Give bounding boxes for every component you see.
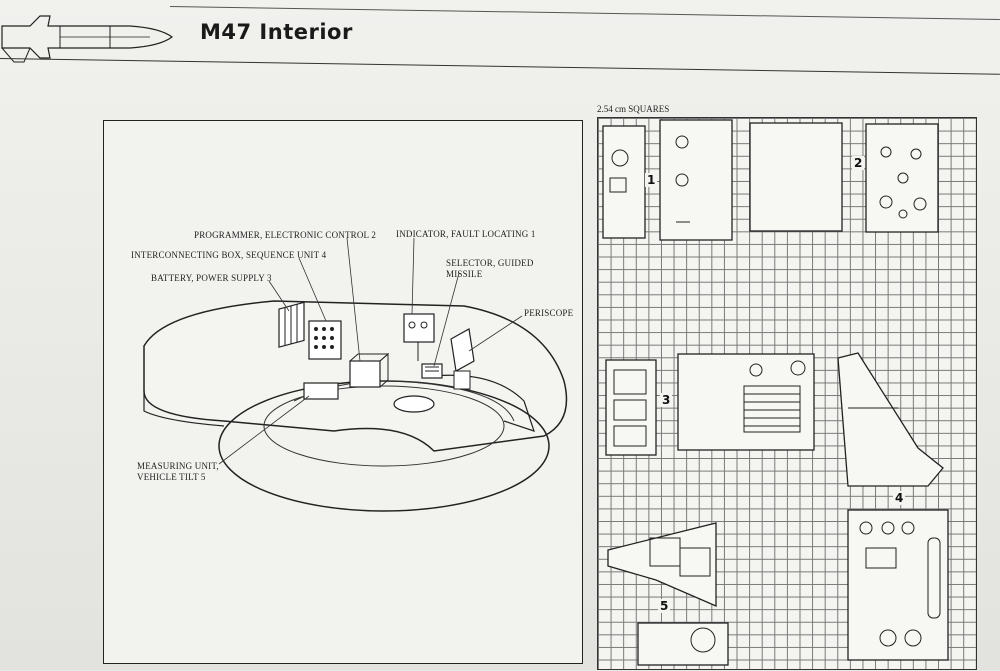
part-number-5: 5 [658, 599, 671, 613]
part-4-drawing [837, 352, 949, 661]
measuring-unit [303, 382, 339, 400]
page-title: M47 Interior [200, 20, 353, 44]
header: M47 Interior [0, 0, 1000, 80]
programmer-unit [349, 352, 390, 388]
part-number-3: 3 [660, 393, 673, 407]
missile-icon [1, 15, 174, 63]
label-measuring-line2: VEHICLE TILT 5 [137, 472, 206, 482]
part-number-1: 1 [645, 173, 658, 187]
selector-unit [421, 363, 443, 379]
label-selector-line2: MISSILE [446, 269, 483, 279]
label-interconnecting-box: INTERCONNECTING BOX, SEQUENCE UNIT 4 [131, 250, 327, 260]
part-number-2: 2 [852, 156, 865, 170]
label-measuring-line1: MEASURING UNIT, [137, 461, 219, 471]
turret-interior-illustration [143, 237, 568, 512]
parts-illustration [602, 119, 949, 666]
label-periscope: PERISCOPE [524, 308, 574, 318]
part-1-drawing [602, 119, 733, 241]
part-2-drawing [749, 122, 939, 233]
label-battery: BATTERY, POWER SUPPLY 3 [151, 273, 272, 283]
label-selector-line1: SELECTOR, GUIDED [446, 258, 534, 268]
battery-unit [278, 301, 305, 348]
label-programmer: PROGRAMMER, ELECTRONIC CONTROL 2 [194, 230, 377, 240]
part-number-4: 4 [893, 491, 906, 505]
label-indicator: INDICATOR, FAULT LOCATING 1 [396, 229, 536, 239]
part-3-drawing [605, 353, 815, 456]
interior-diagram-panel: PROGRAMMER, ELECTRONIC CONTROL 2 INDICAT… [103, 120, 583, 664]
periscope-unit [450, 328, 475, 390]
scale-label: 2.54 cm SQUARES [597, 104, 670, 114]
parts-grid-panel: 1 2 3 4 5 [597, 117, 977, 670]
top-rule [169, 6, 1000, 21]
indicator-unit [403, 313, 435, 361]
part-5-drawing [607, 522, 729, 666]
interconnecting-box-unit [308, 320, 342, 360]
